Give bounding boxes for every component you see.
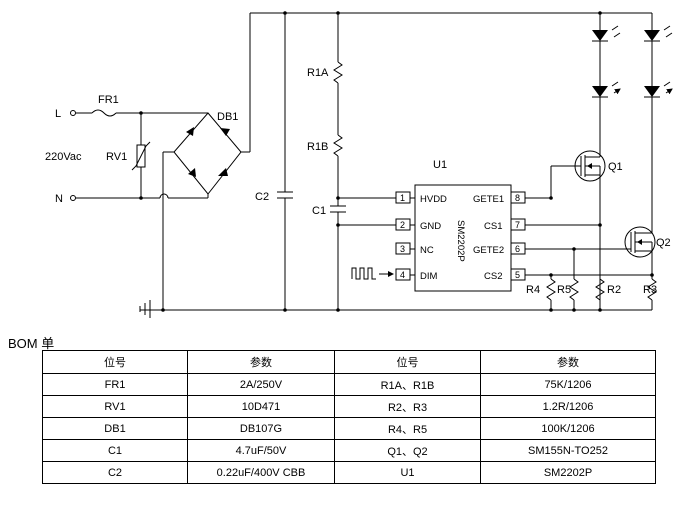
label-db1: DB1 bbox=[217, 111, 238, 123]
bom-cell: C1 bbox=[42, 439, 188, 462]
label-220vac: 220Vac bbox=[45, 151, 82, 163]
ic-part-number: SM2202P bbox=[455, 220, 466, 262]
pin-7-number: 7 bbox=[515, 220, 520, 230]
bom-title: BOM 单 bbox=[8, 336, 55, 351]
bom-cell: R2、R3 bbox=[334, 395, 481, 418]
circuit-schematic: L N 220Vac FR1 RV1 DB1 bbox=[45, 11, 685, 318]
label-q2: Q2 bbox=[656, 237, 671, 249]
bom-cell: FR1 bbox=[42, 373, 188, 396]
bom-cell: U1 bbox=[334, 461, 481, 484]
label-r3: R3 bbox=[643, 284, 657, 296]
pin-2-number: 2 bbox=[400, 220, 405, 230]
label-r4: R4 bbox=[526, 284, 540, 296]
capacitor-c2: C2 bbox=[255, 13, 293, 310]
bom-cell: 0.22uF/400V CBB bbox=[187, 461, 335, 484]
bom-cell: 1.2R/1206 bbox=[480, 395, 656, 418]
pin-cs2-label: CS2 bbox=[484, 271, 502, 282]
ic-u1: U1 SM2202P 1 2 3 4 HVDD GND NC DIM 8 7 6… bbox=[338, 159, 526, 292]
pin-5-number: 5 bbox=[515, 270, 520, 280]
pin-3-number: 3 bbox=[400, 244, 405, 254]
pin-gnd-label: GND bbox=[420, 221, 441, 232]
pin-gete2-label: GETE2 bbox=[473, 245, 504, 256]
bom-cell: C2 bbox=[42, 461, 188, 484]
pwm-signal-icon bbox=[351, 267, 376, 280]
ic-body bbox=[414, 184, 512, 292]
label-N: N bbox=[55, 193, 63, 205]
table-row: FR1 2A/250V R1A、R1B 75K/1206 bbox=[42, 373, 656, 396]
table-row: C1 4.7uF/50V Q1、Q2 SM155N-TO252 bbox=[42, 439, 656, 462]
bom-header-row: 位号 参数 位号 参数 bbox=[42, 350, 656, 374]
header-designator-1: 位号 bbox=[42, 350, 188, 374]
bom-cell: R1A、R1B bbox=[334, 373, 481, 396]
sense-resistors: R4 R5 R2 R3 bbox=[526, 249, 657, 310]
bridge-rectifier-db1: DB1 bbox=[162, 13, 251, 310]
pin-cs1-label: CS1 bbox=[484, 221, 502, 232]
mosfet-q2: Q2 bbox=[623, 226, 671, 258]
label-fr1: FR1 bbox=[98, 94, 119, 106]
input-section: L N 220Vac FR1 RV1 bbox=[45, 94, 208, 205]
ground-icon bbox=[139, 300, 151, 318]
table-row: C2 0.22uF/400V CBB U1 SM2202P bbox=[42, 461, 656, 484]
bom-cell: RV1 bbox=[42, 395, 188, 418]
pin-8-number: 8 bbox=[515, 193, 520, 203]
label-u1: U1 bbox=[433, 159, 447, 171]
label-c2: C2 bbox=[255, 191, 269, 203]
mosfet-q1: Q1 bbox=[574, 150, 623, 182]
label-c1: C1 bbox=[312, 205, 326, 217]
label-r2: R2 bbox=[607, 284, 621, 296]
bom-cell: SM2202P bbox=[480, 461, 656, 484]
label-r1a: R1A bbox=[307, 67, 329, 79]
bom-cell: 100K/1206 bbox=[480, 417, 656, 440]
pin-hvdd-label: HVDD bbox=[420, 194, 447, 205]
bom-cell: R4、R5 bbox=[334, 417, 481, 440]
bom-cell: DB107G bbox=[187, 417, 335, 440]
pin-nc-label: NC bbox=[420, 245, 434, 256]
pin-4-number: 4 bbox=[400, 270, 405, 280]
bom-cell: 4.7uF/50V bbox=[187, 439, 335, 462]
bom-cell: DB1 bbox=[42, 417, 188, 440]
header-value-2: 参数 bbox=[480, 350, 656, 374]
bom-cell: 75K/1206 bbox=[480, 373, 656, 396]
bom-cell: Q1、Q2 bbox=[334, 439, 481, 462]
resistor-r1a-r1b-c1: R1A R1B C1 bbox=[307, 13, 346, 310]
bom-cell: SM155N-TO252 bbox=[480, 439, 656, 462]
label-q1: Q1 bbox=[608, 161, 623, 173]
label-rv1: RV1 bbox=[106, 151, 127, 163]
header-designator-2: 位号 bbox=[334, 350, 481, 374]
bom-cell: 10D471 bbox=[187, 395, 335, 418]
pin-6-number: 6 bbox=[515, 244, 520, 254]
led-string-1 bbox=[592, 13, 620, 310]
table-row: DB1 DB107G R4、R5 100K/1206 bbox=[42, 417, 656, 440]
bom-cell: 2A/250V bbox=[187, 373, 335, 396]
bom-table: 位号 参数 位号 参数 FR1 2A/250V R1A、R1B 75K/1206… bbox=[42, 350, 656, 484]
table-row: RV1 10D471 R2、R3 1.2R/1206 bbox=[42, 395, 656, 418]
label-L: L bbox=[55, 108, 61, 120]
header-value-1: 参数 bbox=[187, 350, 335, 374]
label-r5: R5 bbox=[557, 284, 571, 296]
pin-dim-label: DIM bbox=[420, 271, 438, 282]
output-wiring bbox=[525, 165, 654, 277]
led-string-2 bbox=[644, 13, 672, 275]
pin-gete1-label: GETE1 bbox=[473, 194, 504, 205]
pin-1-number: 1 bbox=[400, 193, 405, 203]
label-r1b: R1B bbox=[307, 141, 328, 153]
fuse-fr1-symbol bbox=[91, 109, 117, 117]
